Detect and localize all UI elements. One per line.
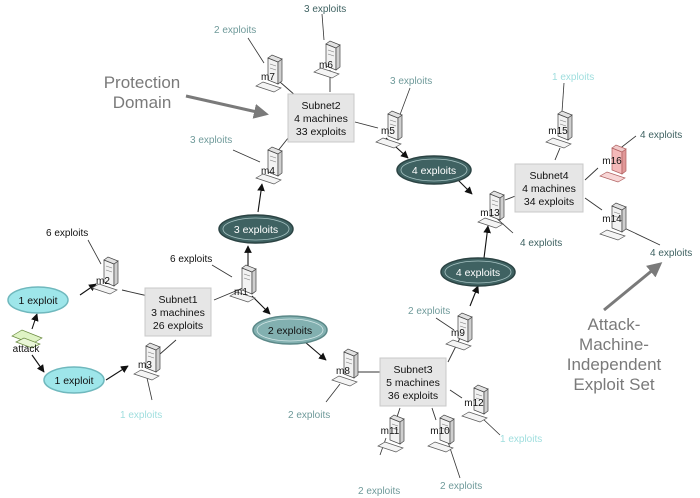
subnet-line: 33 exploits (296, 126, 346, 138)
subnet-line: Subnet3 (393, 364, 432, 376)
machine-label: m13 (480, 208, 500, 219)
subnet-line: 4 machines (522, 183, 576, 195)
attacker-computer-icon (11, 329, 43, 349)
machine-label: m9 (451, 328, 465, 339)
machine-m16[interactable]: m16 (599, 144, 627, 183)
machine-label: m14 (602, 214, 622, 225)
callout-line: Machine- (579, 335, 649, 354)
machine-m6[interactable]: m6 (313, 40, 341, 79)
machine-label: m11 (381, 426, 400, 437)
subnet-box-subnet1: Subnet1 3 machines 26 exploits (144, 287, 212, 337)
exploit-label: 3 exploits (190, 135, 232, 146)
subnet-line: 36 exploits (388, 390, 438, 402)
exploit-label: 1 exploits (500, 434, 542, 445)
exploit-label: 2 exploits (408, 306, 450, 317)
callout-arrow (603, 262, 663, 312)
exploit-label: 3 exploits (304, 4, 346, 15)
machine-m1[interactable]: m1 (229, 264, 257, 303)
machine-label: m3 (138, 360, 152, 371)
machine-m13[interactable]: m13 (477, 190, 505, 229)
callout-line: Domain (113, 93, 172, 112)
callout-protection-domain: Protection Domain (104, 73, 269, 119)
oval-label: 4 exploits (456, 267, 500, 279)
machine-m11[interactable]: m11 (377, 414, 405, 453)
machine-label: m7 (261, 72, 275, 83)
exploit-label: 4 exploits (520, 238, 562, 249)
subnet-line: 34 exploits (524, 196, 574, 208)
machine-m3[interactable]: m3 (133, 342, 161, 381)
machine-m12[interactable]: m12 (461, 384, 489, 423)
subnet-box-subnet3: Subnet3 5 machines 36 exploits (379, 357, 447, 407)
exploit-oval: 3 exploits (218, 214, 294, 244)
subnet-line: 5 machines (386, 377, 440, 389)
oval-label: 4 exploits (412, 165, 456, 177)
callout-line: Attack- (588, 315, 641, 334)
callout-arrow (185, 94, 269, 119)
machine-label: m15 (548, 126, 568, 137)
subnet-box-subnet4: Subnet4 4 machines 34 exploits (514, 163, 584, 213)
oval-label: 3 exploits (234, 224, 278, 236)
exploit-label: 6 exploits (170, 254, 212, 265)
machine-m14[interactable]: m14 (599, 202, 627, 241)
exploit-oval: 1 exploit (43, 366, 105, 394)
exploit-label: 2 exploits (358, 486, 400, 497)
oval-label: 1 exploit (54, 375, 93, 387)
subnet-line: Subnet4 (529, 170, 568, 182)
machine-m8[interactable]: m8 (331, 348, 359, 387)
exploit-oval: 2 exploits (252, 315, 328, 345)
callout-line: Protection (104, 73, 181, 92)
machine-label: m5 (381, 126, 395, 137)
machine-label: m8 (336, 366, 350, 377)
oval-label: 1 exploit (18, 295, 57, 307)
exploit-labels: 6 exploits 6 exploits 1 exploits 3 explo… (46, 4, 692, 497)
exploit-label: 6 exploits (46, 228, 88, 239)
exploit-label: 2 exploits (288, 410, 330, 421)
machine-attack[interactable]: attack (11, 329, 43, 355)
machine-m15[interactable]: m15 (545, 110, 573, 149)
callout-attack-machine-independent: Attack- Machine- Independent Exploit Set (567, 262, 663, 394)
machine-label: attack (13, 344, 41, 355)
machine-label: m2 (96, 276, 110, 287)
exploit-label: 2 exploits (440, 481, 482, 492)
machine-m2[interactable]: m2 (91, 256, 119, 295)
exploit-label: 4 exploits (640, 130, 682, 141)
exploit-label: 3 exploits (390, 76, 432, 87)
callout-line: Independent (567, 355, 662, 374)
oval-label: 2 exploits (268, 325, 312, 337)
subnet-line: 26 exploits (153, 320, 203, 332)
exploit-oval: 4 exploits (396, 155, 472, 185)
exploit-oval: 4 exploits (440, 257, 516, 287)
subnet-line: 4 machines (294, 113, 348, 125)
subnet-line: 3 machines (151, 307, 205, 319)
machine-label: m6 (319, 60, 333, 71)
machine-m5[interactable]: m5 (375, 110, 403, 149)
exploit-label: 1 exploits (120, 410, 162, 421)
machine-m9[interactable]: m9 (445, 312, 473, 351)
machine-m4[interactable]: m4 (255, 146, 283, 185)
machine-label: m16 (602, 156, 622, 167)
subnet-box-subnet2: Subnet2 4 machines 33 exploits (287, 93, 355, 143)
machine-label: m1 (234, 287, 248, 298)
exploit-label: 1 exploits (552, 72, 594, 83)
subnet-line: Subnet2 (301, 100, 340, 112)
target-computer-icon (599, 144, 627, 183)
machine-label: m10 (430, 426, 450, 437)
callout-line: Exploit Set (573, 375, 655, 394)
machine-m7[interactable]: m7 (255, 54, 283, 93)
subnet-line: Subnet1 (158, 294, 197, 306)
exploit-label: 4 exploits (650, 248, 692, 259)
machine-m10[interactable]: m10 (427, 414, 455, 453)
exploit-oval: 1 exploit (7, 286, 69, 314)
machine-label: m12 (464, 398, 484, 409)
exploit-label: 2 exploits (214, 25, 256, 36)
machine-label: m4 (261, 166, 275, 177)
